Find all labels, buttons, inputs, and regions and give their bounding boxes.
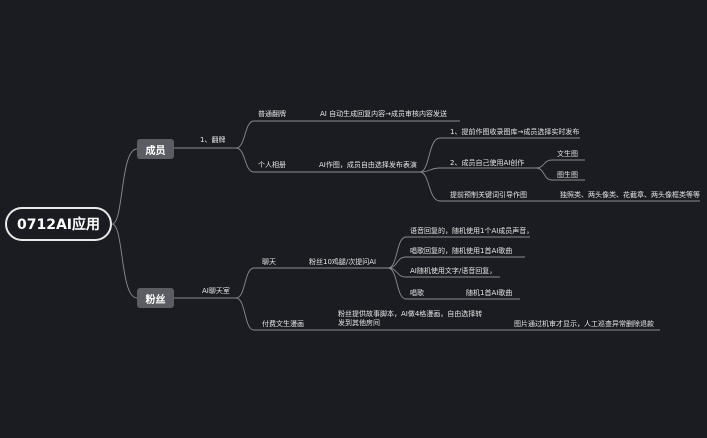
- connector-personal-step1: [419, 137, 580, 173]
- node-paid-comic-desc[interactable]: 粉丝提供故事脚本，AI做4格漫画，自由选择转发到其他房间: [338, 310, 483, 327]
- node-chat[interactable]: 聊天: [262, 258, 276, 266]
- connector-root-member: [111, 148, 138, 225]
- node-personal-photo[interactable]: 个人相册: [258, 161, 286, 169]
- node-normal-flip-desc[interactable]: AI 自动生成回复内容→成员审核内容发送: [320, 110, 447, 118]
- node-sing-reply[interactable]: 唱歌回复的，随机使用1首AI歌曲: [410, 247, 513, 255]
- connector-step2-text2img: [535, 159, 585, 169]
- node-step1[interactable]: 1、提前作图收录图库→成员选择实时发布: [450, 128, 580, 136]
- connector-step2-img2img: [535, 167, 585, 181]
- connector-personal-step2: [419, 167, 536, 173]
- connector-aichat-comic: [235, 297, 320, 331]
- connector-flip-personal: [235, 147, 300, 173]
- connector-flip-normal: [235, 120, 300, 149]
- node-chat-desc[interactable]: 粉丝10鸡腿/次提问AI: [309, 258, 377, 266]
- node-sing-desc[interactable]: 随机1首AI歌曲: [466, 289, 513, 297]
- node-member[interactable]: 成员: [137, 139, 174, 159]
- node-preset-types[interactable]: 独照类、两头像类、花截章、两头像框类等等: [560, 191, 700, 199]
- node-normal-flip[interactable]: 普通翻牌: [258, 110, 286, 118]
- node-fans[interactable]: 粉丝: [137, 288, 174, 308]
- node-sing[interactable]: 唱歌: [410, 289, 424, 297]
- node-personal-photo-desc[interactable]: AI作图，成员自由选择发布表演: [319, 161, 417, 169]
- connector-desc-voice: [387, 236, 530, 269]
- connector-desc-singnode: [387, 267, 440, 300]
- node-preset-prompts[interactable]: 提前预制关键词引导作图: [450, 191, 527, 199]
- node-text2img[interactable]: 文生图: [557, 150, 578, 158]
- connector-personal-preset: [419, 171, 540, 202]
- node-ai-chat[interactable]: AI聊天室: [202, 287, 230, 295]
- node-review[interactable]: 图片通过机审才显示，人工巡查异常删除退款: [514, 320, 654, 328]
- connector-desc-random: [387, 267, 500, 278]
- node-paid-comic[interactable]: 付费文生漫画: [262, 320, 304, 328]
- node-voice-reply[interactable]: 语音回复的，随机使用1个AI成员声音，: [410, 227, 534, 235]
- root-node[interactable]: 0712AI应用: [5, 207, 112, 241]
- node-step2[interactable]: 2、成员自己使用AI创作: [450, 159, 525, 167]
- node-img2img[interactable]: 图生图: [557, 171, 578, 179]
- node-ai-random[interactable]: AI随机使用文字/语音回复，: [410, 267, 497, 275]
- connector-aichat-chat: [235, 267, 290, 299]
- node-flip[interactable]: 1、翻牌: [200, 136, 226, 144]
- connector-desc-sing: [387, 256, 525, 269]
- connector-root-fans: [111, 223, 138, 299]
